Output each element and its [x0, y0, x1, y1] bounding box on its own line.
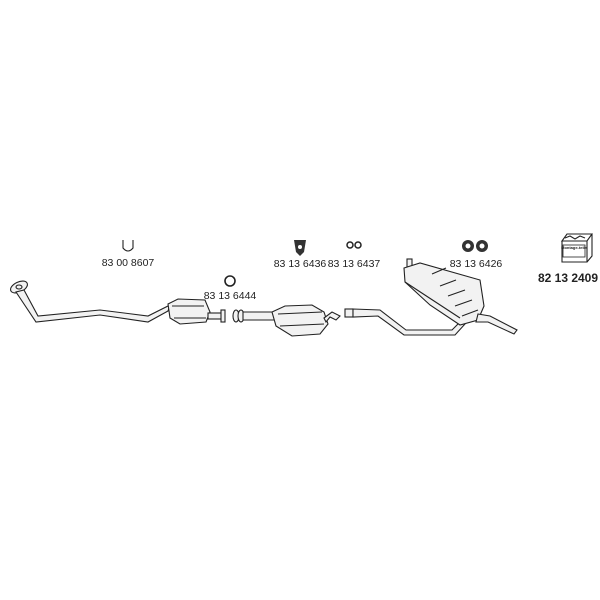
u-clamp-icon [122, 240, 134, 252]
rear-silencer [403, 258, 518, 335]
part-number-label: 82 13 2409 [537, 271, 599, 285]
gasket-ring-icon [224, 275, 236, 287]
part-number-label: 83 13 6436 [273, 258, 327, 270]
rubber-hanger-icon [294, 240, 306, 256]
rubber-ring-icon [346, 241, 362, 249]
catalytic-converter [167, 298, 226, 325]
part-number-label: 83 00 8607 [101, 257, 155, 269]
part-number-label: 83 13 6437 [327, 258, 381, 270]
rubber-mount-pair-icon [462, 240, 488, 252]
part-number-label: 83 13 6444 [203, 290, 257, 302]
part-number-label: 83 13 6426 [449, 258, 503, 270]
kit-box-text: Montage-teile [561, 245, 587, 250]
middle-silencer [271, 304, 341, 337]
front-pipe [10, 280, 171, 323]
mounting-kit-box-icon [560, 233, 594, 263]
